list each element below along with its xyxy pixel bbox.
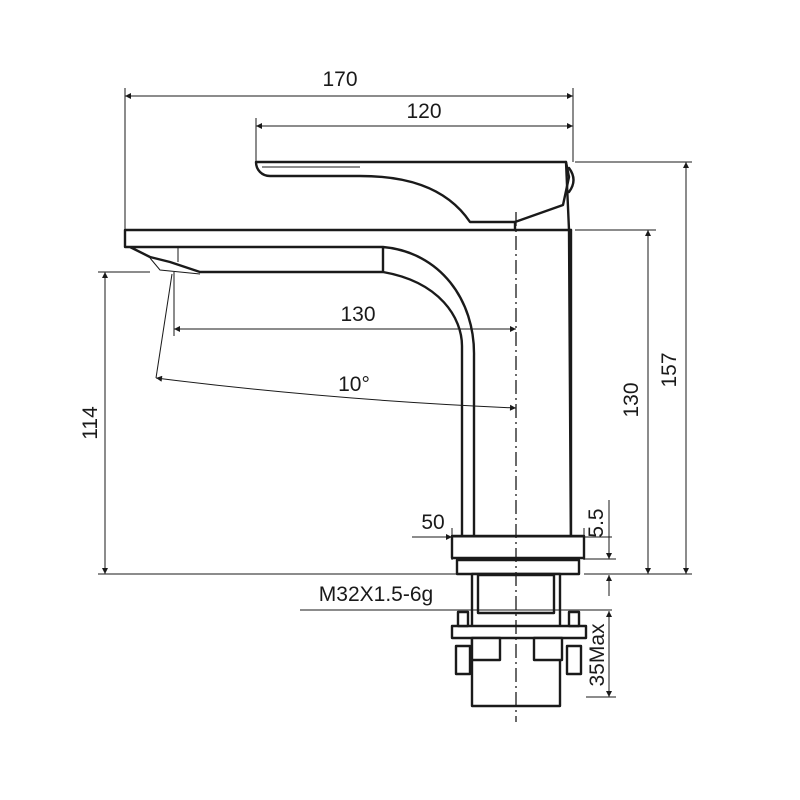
dim-angle-arc — [155, 375, 517, 411]
nut-right — [532, 636, 564, 662]
dim-label-spout-height: 114 — [79, 406, 102, 440]
dim-label-angle: 10° — [338, 373, 370, 396]
dim-label-total-height: 157 — [658, 352, 681, 387]
bolt-left — [454, 644, 472, 676]
dim-label-base-diameter: 50 — [421, 511, 444, 534]
dim-label-base-thickness: 5.5 — [585, 508, 608, 537]
lever-handle — [254, 160, 571, 224]
dim-label-max-counter: 35Max — [586, 623, 609, 687]
mounting-plate — [450, 624, 588, 640]
base-flange-top — [450, 534, 586, 560]
bolt-right — [565, 644, 583, 676]
handle-knob — [567, 166, 575, 194]
dim-label-handle-length: 120 — [406, 100, 441, 123]
dimension-lines — [98, 88, 692, 698]
dim-label-overall-length: 170 — [322, 68, 357, 91]
spout-outlet — [149, 247, 201, 275]
faucet-body — [513, 160, 573, 565]
faucet-outline — [123, 160, 588, 708]
dim-label-thread: M32X1.5-6g — [319, 583, 433, 606]
spout — [123, 228, 573, 538]
base-flange — [455, 558, 581, 576]
nut-left — [470, 636, 502, 662]
dim-label-spout-reach: 130 — [340, 303, 375, 326]
dim-label-body-height: 130 — [620, 382, 643, 417]
bolt-head-right — [567, 610, 581, 628]
bolt-head-left — [456, 610, 470, 628]
